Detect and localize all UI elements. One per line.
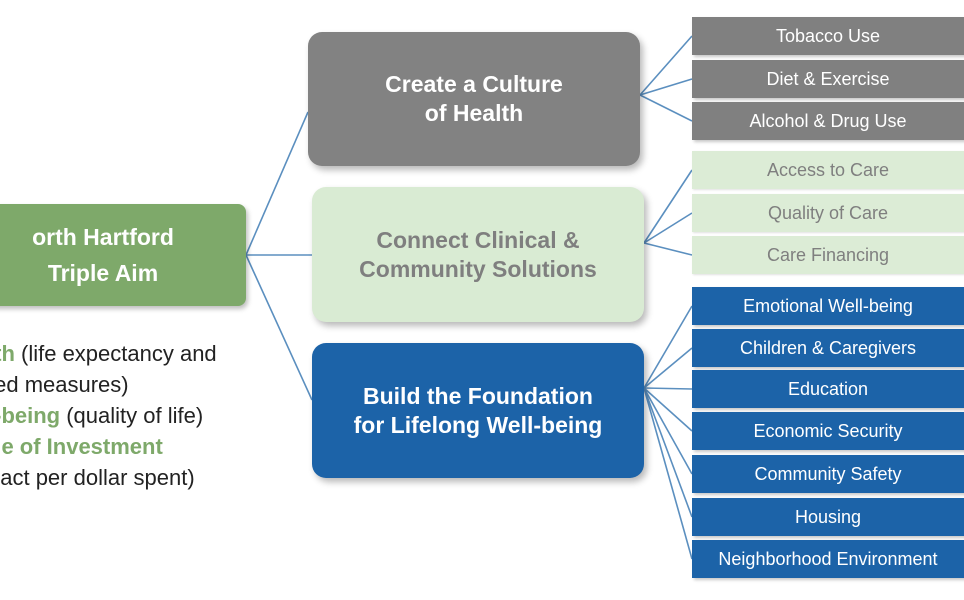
root-node-triple-aim: orth Hartford Triple Aim [0, 204, 246, 306]
leaf-label: Diet & Exercise [766, 68, 890, 89]
connector-branch-to-leaf [643, 305, 693, 389]
leaf-care-financing: Care Financing [692, 236, 964, 274]
aim-highlight: l-being [0, 403, 61, 428]
aim-text: ted measures) [0, 372, 129, 397]
connector-branch-to-leaf [643, 169, 693, 244]
leaf-label: Neighborhood Environment [718, 548, 938, 569]
triple-aim-goals: lth (life expectancy and ted measures) l… [0, 338, 288, 493]
connector-branch-to-leaf [643, 242, 693, 256]
connector-root-to-branch [245, 254, 313, 401]
leaf-label: Housing [794, 506, 862, 527]
leaf-education: Education [692, 370, 964, 408]
connector-branch-to-leaf [639, 94, 693, 122]
leaf-label: Economic Security [753, 420, 903, 441]
connector-branch-to-leaf [643, 387, 693, 560]
leaf-diet-exercise: Diet & Exercise [692, 60, 964, 98]
branch-create-culture-of-health: Create a Culture of Health [308, 32, 640, 166]
aim-line: ue of Investment [0, 431, 288, 462]
leaf-label: Children & Caregivers [739, 337, 917, 358]
leaf-label: Alcohol & Drug Use [749, 110, 907, 131]
connector-branch-to-leaf [643, 347, 693, 389]
root-node-label: orth Hartford Triple Aim [32, 224, 174, 286]
leaf-label: Emotional Well-being [743, 295, 913, 316]
aim-highlight: ue of Investment [0, 434, 163, 459]
leaf-quality-of-care: Quality of Care [692, 194, 964, 232]
leaf-children-caregivers: Children & Caregivers [692, 329, 964, 367]
leaf-tobacco-use: Tobacco Use [692, 17, 964, 55]
connector-branch-to-leaf [643, 387, 693, 390]
branch-build-foundation: Build the Foundation for Lifelong Well-b… [312, 343, 644, 478]
aim-line: ted measures) [0, 369, 288, 400]
leaf-economic-security: Economic Security [692, 412, 964, 450]
branch-connect-clinical-community: Connect Clinical & Community Solutions [312, 187, 644, 322]
leaf-access-to-care: Access to Care [692, 151, 964, 189]
leaf-label: Quality of Care [767, 202, 889, 223]
leaf-label: Community Safety [754, 463, 902, 484]
connector-branch-to-leaf [639, 35, 693, 96]
aim-highlight: lth [0, 341, 15, 366]
aim-line: lth (life expectancy and [0, 338, 288, 369]
leaf-label: Tobacco Use [775, 25, 881, 46]
leaf-alcohol-drug-use: Alcohol & Drug Use [692, 102, 964, 140]
connector-root-to-branch [245, 111, 309, 256]
leaf-emotional-well-being: Emotional Well-being [692, 287, 964, 325]
connector-branch-to-leaf [639, 78, 693, 96]
branch-label: Connect Clinical & Community Solutions [359, 226, 597, 282]
branch-label: Create a Culture of Health [385, 71, 563, 126]
connector-branch-to-leaf [643, 387, 693, 475]
connector-branch-to-leaf [643, 387, 693, 432]
leaf-label: Care Financing [766, 244, 890, 265]
aim-text: (life expectancy and [14, 341, 217, 366]
leaf-label: Access to Care [766, 159, 890, 180]
aim-text: (quality of life) [60, 403, 204, 428]
aim-text: pact per dollar spent) [0, 465, 195, 490]
branch-label: Build the Foundation for Lifelong Well-b… [353, 382, 603, 438]
leaf-label: Education [787, 378, 869, 399]
connector-branch-to-leaf [643, 387, 693, 518]
leaf-neighborhood-environment: Neighborhood Environment [692, 540, 964, 578]
connector-branch-to-leaf [643, 212, 693, 244]
aim-line: l-being (quality of life) [0, 400, 288, 431]
aim-line: pact per dollar spent) [0, 462, 288, 493]
leaf-community-safety: Community Safety [692, 455, 964, 493]
leaf-housing: Housing [692, 498, 964, 536]
